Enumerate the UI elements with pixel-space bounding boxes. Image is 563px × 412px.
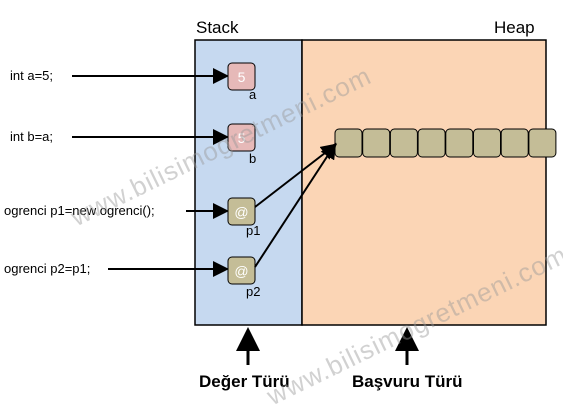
stack-value-a: 5: [238, 69, 246, 85]
stack-value-p2: @: [234, 263, 248, 279]
heap-cell: [417, 128, 446, 158]
var-name-a: a: [249, 87, 257, 102]
reference-arrow-p2: [254, 142, 337, 268]
stack-box-b: [227, 123, 256, 152]
stack-value-p1: @: [234, 204, 248, 220]
statement-a: int a=5;: [10, 68, 54, 83]
heap-object: [334, 128, 557, 158]
reference-type-caption: Başvuru Türü: [352, 372, 463, 391]
heap-title: Heap: [494, 18, 535, 37]
heap-cell: [528, 128, 557, 158]
var-name-p2: p2: [246, 284, 261, 299]
heap-cell: [473, 128, 501, 158]
stack-box-p2: [227, 256, 256, 285]
heap-cell: [500, 128, 529, 158]
statement-b: int b=a;: [10, 129, 54, 144]
statement-p2: ogrenci p2=p1;: [4, 261, 91, 276]
heap-region: [301, 39, 547, 326]
stack-value-b: 5: [238, 130, 246, 146]
value-type-caption: Değer Türü: [199, 372, 290, 391]
statement-p1: ogrenci p1=new ogrenci();: [4, 203, 155, 218]
heap-cell: [334, 128, 363, 158]
stack-box-a: [227, 62, 256, 91]
heap-cell: [362, 128, 391, 158]
var-name-p1: p1: [246, 223, 261, 238]
heap-cell: [389, 128, 418, 158]
var-name-b: b: [249, 151, 257, 166]
heap-cell: [445, 128, 474, 158]
stack-box-p1: [227, 197, 256, 226]
stack-title: Stack: [196, 18, 239, 37]
